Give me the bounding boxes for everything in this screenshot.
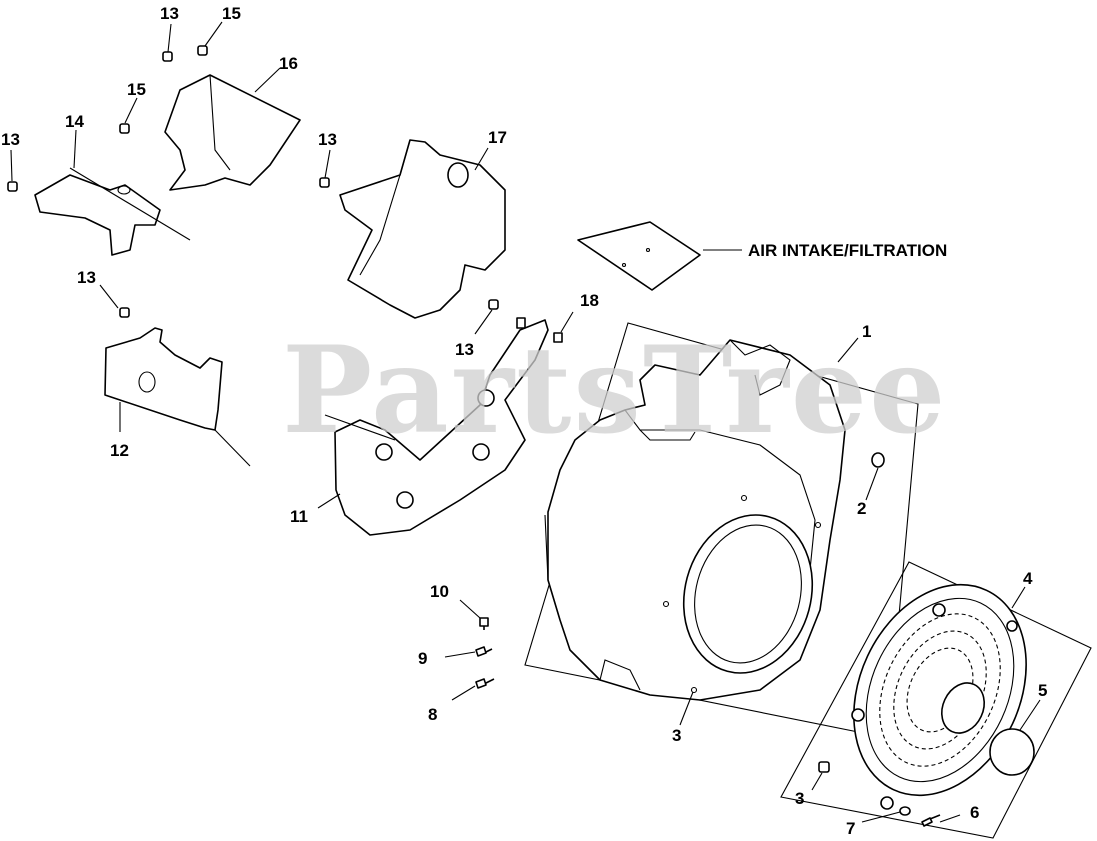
- shroud-part-17[interactable]: [339, 139, 506, 319]
- callout-10: 10: [430, 582, 449, 601]
- callout-14: 14: [65, 112, 84, 131]
- callout-13-b: 13: [1, 130, 20, 149]
- callout-3-upper: 3: [672, 726, 681, 745]
- screw-part-9[interactable]: [475, 646, 493, 657]
- bracket-part-14[interactable]: [34, 167, 191, 256]
- callout-5: 5: [1038, 681, 1047, 700]
- callout-13-a: 13: [160, 4, 179, 23]
- bracket-part-12[interactable]: [104, 327, 251, 467]
- bolt-part-13-c[interactable]: [319, 177, 330, 188]
- bolt-part-13-e[interactable]: [488, 299, 499, 310]
- callout-16: 16: [279, 54, 298, 73]
- callout-7: 7: [846, 819, 855, 838]
- washer-part-7[interactable]: [899, 806, 911, 816]
- bolt-part-15-a[interactable]: [197, 45, 208, 56]
- bolt-part-13-d[interactable]: [119, 307, 130, 318]
- callout-17: 17: [488, 128, 507, 147]
- plug-part-2[interactable]: [871, 452, 885, 468]
- bolt-part-15-b[interactable]: [119, 123, 130, 134]
- leader-lines: [10, 21, 1041, 823]
- callout-15-a: 15: [222, 4, 241, 23]
- callout-6: 6: [970, 803, 979, 822]
- callout-4: 4: [1023, 569, 1033, 588]
- callout-18: 18: [580, 291, 599, 310]
- callout-15-b: 15: [127, 80, 146, 99]
- watermark: PartsTree: [282, 320, 947, 461]
- callout-11: 11: [290, 507, 308, 526]
- callout-8: 8: [428, 705, 437, 724]
- bolt-part-13-a[interactable]: [162, 51, 173, 62]
- callout-13-c: 13: [318, 130, 337, 149]
- callout-3-lower: 3: [795, 789, 804, 808]
- callout-9: 9: [418, 649, 427, 668]
- bolt-part-13-b[interactable]: [7, 181, 18, 192]
- decal-part-5[interactable]: [989, 728, 1035, 776]
- air-intake-reference-part[interactable]: [577, 221, 701, 291]
- rotating-screen-part-4[interactable]: [780, 556, 1092, 839]
- shroud-part-16[interactable]: [164, 74, 301, 191]
- air-intake-filtration-label[interactable]: AIR INTAKE/FILTRATION: [748, 241, 947, 260]
- clip-part-18[interactable]: [553, 332, 563, 343]
- callout-13-e: 13: [455, 340, 474, 359]
- blower-housing-part-1[interactable]: [524, 322, 919, 739]
- callout-labels: 1 2 3 3 4 5 6 7 8 9 10 11 12 13 13 13 13…: [1, 4, 1047, 838]
- callout-13-d: 13: [77, 268, 96, 287]
- screw-part-10[interactable]: [479, 617, 489, 630]
- baffle-part-11[interactable]: [324, 317, 549, 536]
- callout-12: 12: [110, 441, 129, 460]
- callout-1: 1: [862, 322, 871, 341]
- fastener-part-3-lower[interactable]: [818, 761, 830, 773]
- screw-part-8[interactable]: [475, 678, 495, 689]
- callout-2: 2: [857, 499, 866, 518]
- screw-part-6[interactable]: [921, 814, 941, 827]
